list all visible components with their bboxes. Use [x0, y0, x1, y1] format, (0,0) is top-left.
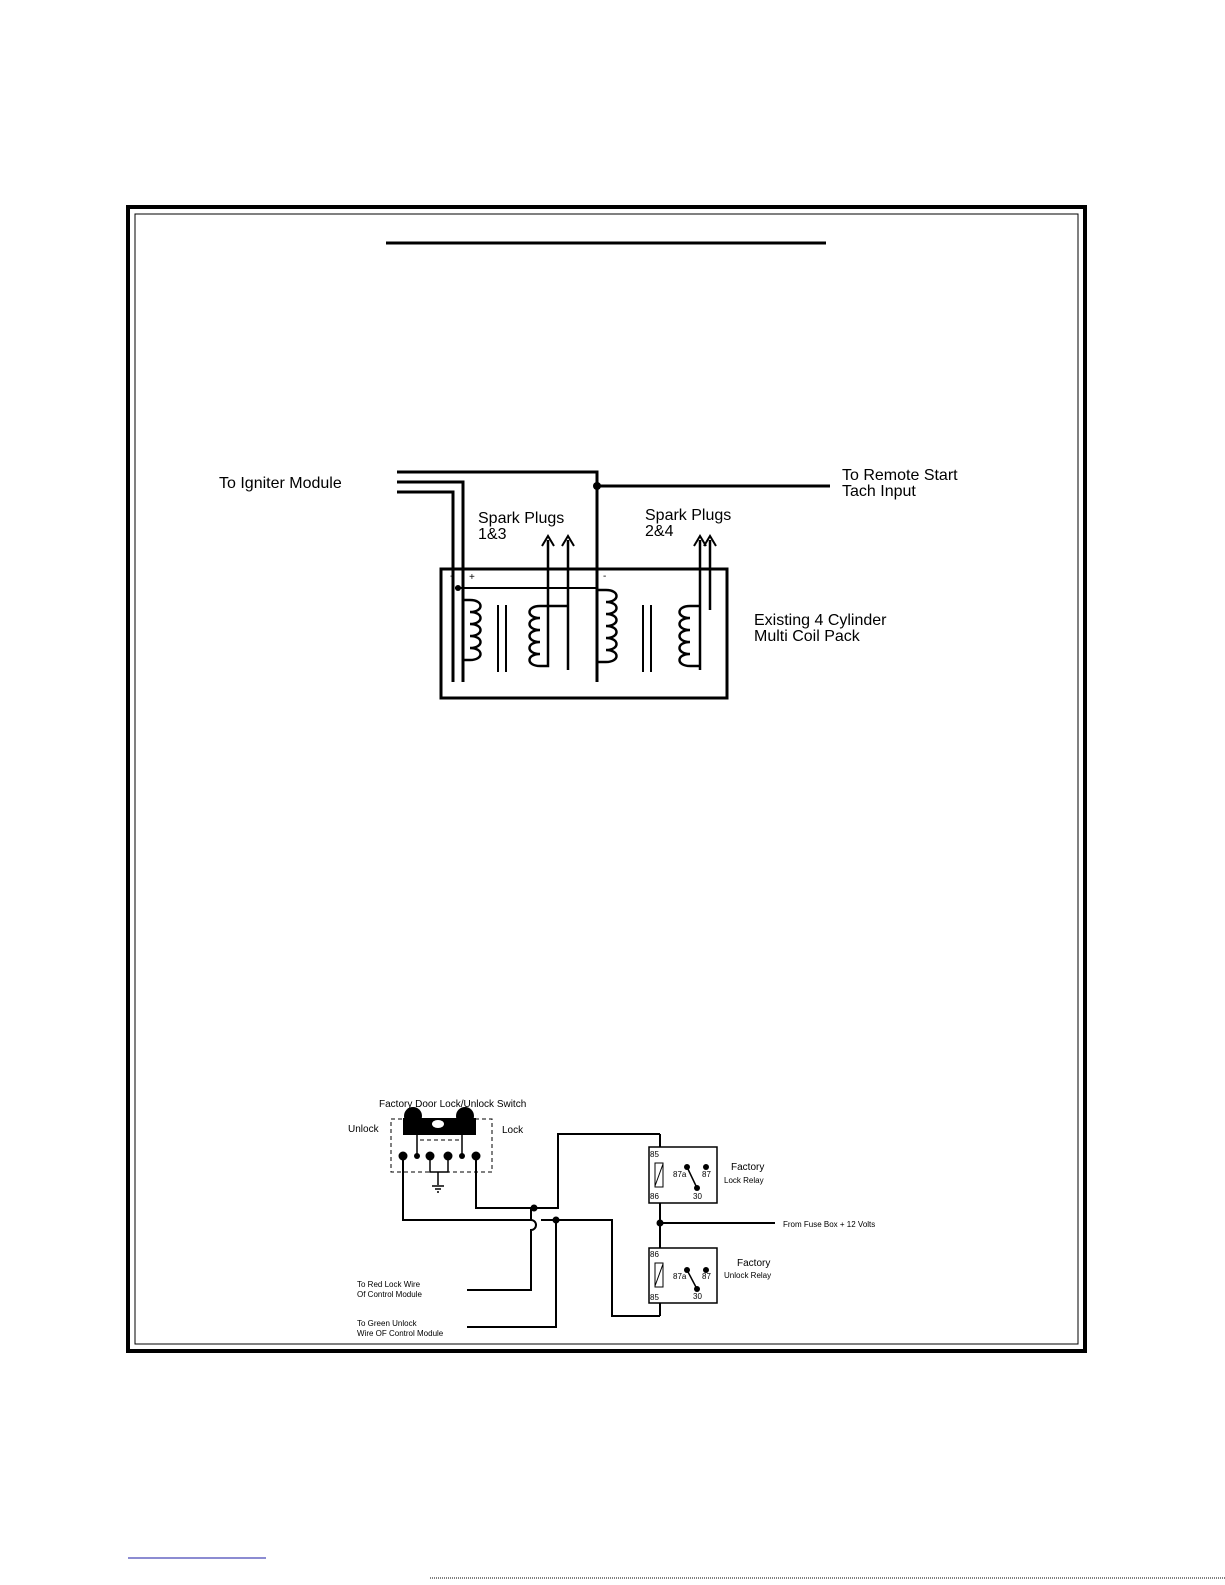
- coil-pack-box: [439, 567, 729, 700]
- fuse-junction-dot: [656, 1219, 664, 1227]
- lock-relay-label-line2: Lock Relay: [724, 1176, 764, 1185]
- coil-pack-diagram: To Igniter Module To Remote Start Tach I…: [219, 467, 958, 700]
- ground-icon: [432, 1185, 444, 1193]
- unlock-relay-label-line1: Factory: [737, 1258, 770, 1269]
- tach-label-line1: To Remote Start: [842, 467, 958, 484]
- unlock-relay-pin-87a: 87a: [673, 1272, 687, 1281]
- lock-relay-label-line1: Factory: [731, 1162, 764, 1173]
- door-lock-diagram: Factory Door Lock/Unlock Switch Unlock L…: [348, 1099, 875, 1338]
- switch-label: Factory Door Lock/Unlock Switch: [379, 1099, 526, 1110]
- lock-relay-pin-30: 30: [693, 1192, 702, 1201]
- green-wire-label-line1: To Green Unlock: [357, 1319, 418, 1328]
- unlock-relay-pin-85: 85: [650, 1293, 659, 1302]
- inner-frame: [134, 213, 1079, 1345]
- terminal-minus-2: -: [603, 571, 606, 582]
- coil-2-primary: [597, 588, 618, 664]
- terminal-minus-1: -: [450, 571, 453, 582]
- tach-label-line2: Tach Input: [842, 483, 916, 500]
- unlock-relay-pin-87: 87: [702, 1272, 711, 1281]
- coil-pack-label-line1: Existing 4 Cylinder: [754, 612, 887, 629]
- lock-label: Lock: [502, 1125, 524, 1136]
- unlock-relay-pin-30: 30: [693, 1292, 702, 1301]
- plugs-13-line2: 1&3: [478, 526, 507, 543]
- coil-1-primary: [463, 598, 482, 662]
- plugs-24-line1: Spark Plugs: [645, 507, 731, 524]
- lock-relay-pin-87a: 87a: [673, 1170, 687, 1179]
- igniter-module-label: To Igniter Module: [219, 475, 342, 492]
- coil-pack-label-line2: Multi Coil Pack: [754, 628, 861, 645]
- spark-plugs-13-arrows: [541, 534, 575, 547]
- coil-1-secondary: [528, 540, 570, 670]
- lock-circuit-wires: [402, 1133, 775, 1328]
- igniter-wires: [397, 470, 599, 682]
- green-wire-junction-dot: [552, 1216, 560, 1224]
- unlock-label: Unlock: [348, 1124, 380, 1135]
- coil-2-core: [642, 605, 652, 672]
- red-wire-junction-dot: [530, 1204, 538, 1212]
- tach-junction-dot: [593, 482, 601, 490]
- switch-terminals: [398, 1151, 481, 1161]
- fuse-label: From Fuse Box + 12 Volts: [783, 1220, 875, 1229]
- unlock-relay-pin-86: 86: [650, 1250, 659, 1259]
- red-wire-label-line2: Of Control Module: [357, 1290, 422, 1299]
- bus-junction-dot: [455, 585, 461, 591]
- plugs-24-line2: 2&4: [645, 523, 674, 540]
- green-wire-label-line2: Wire OF Control Module: [357, 1329, 444, 1338]
- lock-relay-pin-85: 85: [650, 1150, 659, 1159]
- coil-2-secondary: [678, 540, 712, 670]
- terminal-plus-1: +: [469, 572, 475, 583]
- switch-wiring: [416, 1135, 463, 1185]
- lock-relay-pin-87: 87: [702, 1170, 711, 1179]
- coil-1-core: [497, 605, 507, 672]
- lock-switch-icon: [403, 1107, 476, 1135]
- outer-frame: [126, 205, 1087, 1353]
- lock-relay: 85 86 87a 87 30: [648, 1146, 718, 1204]
- lock-relay-pin-86: 86: [650, 1192, 659, 1201]
- spark-plugs-24-arrows: [693, 534, 717, 547]
- red-wire-label-line1: To Red Lock Wire: [357, 1280, 421, 1289]
- unlock-relay: 86 85 87a 87 30: [648, 1247, 718, 1304]
- plugs-13-line1: Spark Plugs: [478, 510, 564, 527]
- unlock-relay-label-line2: Unlock Relay: [724, 1271, 771, 1280]
